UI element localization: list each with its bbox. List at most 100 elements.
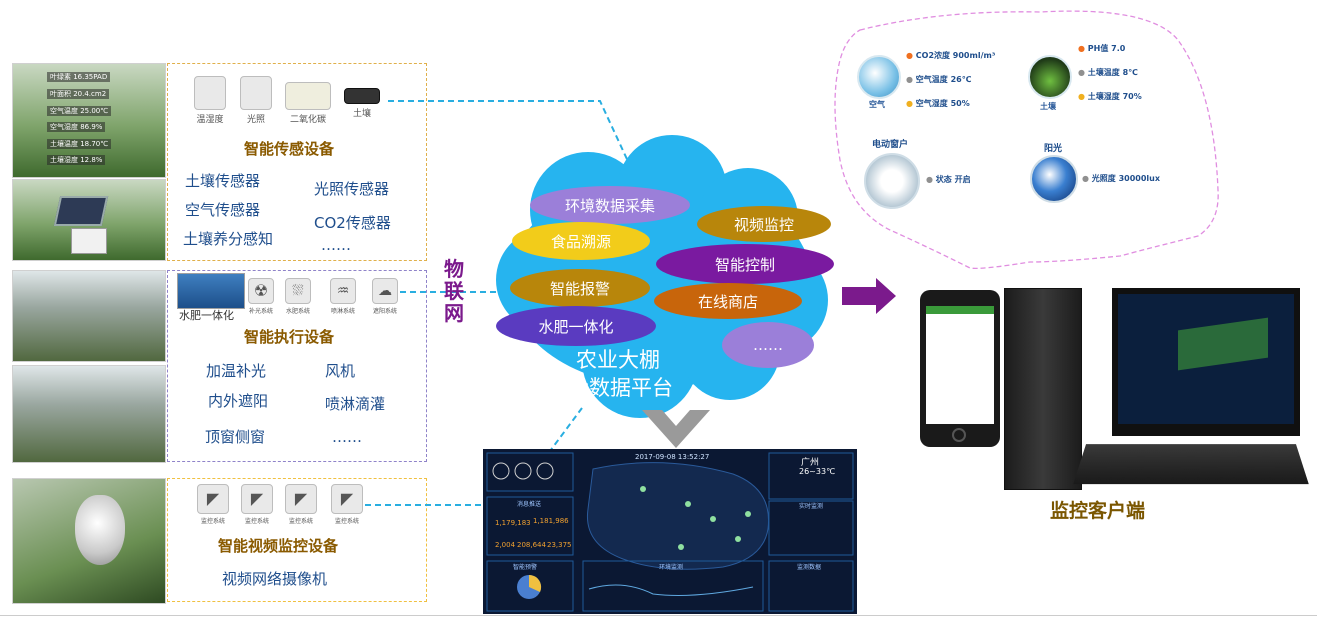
window-status: 状态 开启 — [935, 175, 971, 184]
cctv-camera-icon: ◤ — [331, 484, 363, 514]
camera-label: 监控系统 — [334, 518, 359, 525]
water-fertilizer-label: 水肥一体化 — [179, 309, 234, 322]
dashboard-kpi: 2,004 — [495, 541, 516, 549]
sensor-item-co2: CO2传感器 — [314, 214, 391, 232]
air-temp: ● 空气温度 26℃ — [906, 68, 995, 92]
cloud-title-line1: 农业大棚 — [576, 348, 660, 372]
soil-icon — [1028, 55, 1072, 99]
pc-tower — [1004, 288, 1082, 490]
window-label: 电动窗户 — [872, 140, 909, 150]
reading-soil-temp: 土壤温度 18.70℃ — [47, 139, 112, 149]
camera-dome-shape — [75, 495, 125, 565]
actuator-shade: ☁ 遮阳系统 — [370, 278, 400, 315]
watering-can-icon: ♒ — [330, 278, 356, 304]
sensor-item-nutrient: 土壤养分感知 — [183, 230, 274, 248]
camera-2: ◤ 监控系统 — [240, 484, 274, 525]
camera-label: 监控系统 — [244, 518, 269, 525]
solar-sensor-photo — [12, 179, 166, 261]
sun-label: 阳光 — [1044, 144, 1063, 154]
camera-label: 监控系统 — [288, 518, 313, 525]
dashboard-panel-title: 消息推送 — [517, 501, 542, 508]
dashboard-kpi: 1,179,183 — [495, 519, 531, 527]
water-fertilizer-machine — [177, 273, 245, 309]
window-row: ● 状态 开启 — [926, 174, 971, 185]
grey-dot-icon: ● — [1078, 68, 1085, 77]
icon-label: 补光系统 — [248, 308, 273, 315]
device-light: 光照 — [236, 76, 276, 125]
client-caption: 监控客户端 — [1050, 500, 1146, 522]
actuator-fill-light: ☢ 补光系统 — [246, 278, 276, 315]
soil-ph: ● PH值 7.0 — [1078, 37, 1142, 61]
sun-icon — [1030, 155, 1078, 203]
reading-soil-humidity: 土壤湿度 12.8% — [47, 155, 106, 165]
window-icon — [864, 153, 920, 209]
device-label: 土壤 — [352, 109, 371, 119]
sensor-heading: 智能传感设备 — [244, 140, 335, 158]
dashboard-map — [483, 449, 857, 614]
actuator-item-heat-light: 加温补光 — [206, 362, 267, 380]
dashboard-city: 广州 — [801, 458, 820, 468]
device-label: 二氧化碳 — [289, 115, 326, 125]
device-soil: 土壤 — [340, 76, 384, 119]
sensor-device-box — [167, 63, 427, 261]
pill-video-monitor: 视频监控 — [697, 206, 831, 242]
device-temp-humidity: 温湿度 — [190, 76, 230, 125]
reading-air-temp: 空气温度 25.00℃ — [47, 106, 112, 116]
arrow-right-icon — [842, 278, 896, 314]
reading-air-humidity: 空气湿度 86.9% — [47, 122, 106, 132]
dashboard-panel-title: 实时监测 — [799, 503, 824, 510]
video-heading: 智能视频监控设备 — [218, 537, 339, 555]
camera-3: ◤ 监控系统 — [284, 484, 318, 525]
pill-water-fertilizer: 水肥一体化 — [496, 306, 656, 346]
iot-label: 物联网 — [444, 257, 464, 325]
sensor-item-air: 空气传感器 — [185, 201, 261, 219]
pill-env-data: 环境数据采集 — [530, 186, 690, 224]
dashboard-kpi: 1,181,986 — [533, 517, 569, 525]
actuator-item-spray: 喷淋滴灌 — [325, 395, 386, 413]
air-co2: ● CO2浓度 900ml/m³ — [906, 44, 995, 68]
icon-label: 喷淋系统 — [330, 308, 355, 315]
cctv-camera-icon: ◤ — [241, 484, 273, 514]
greenhouse-photo-1 — [12, 270, 166, 362]
actuator-item-more: …… — [332, 428, 362, 446]
pill-online-shop: 在线商店 — [654, 283, 802, 319]
soil-humidity-value: 土壤湿度 70% — [1087, 92, 1142, 101]
soil-rows: ● PH值 7.0 ● 土壤温度 8℃ ● 土壤湿度 70% — [1078, 37, 1142, 109]
actuator-item-window: 顶窗侧窗 — [205, 428, 266, 446]
smartphone — [920, 290, 1000, 447]
yellow-dot-icon: ● — [906, 99, 913, 108]
icon-label: 遮阳系统 — [372, 308, 397, 315]
actuator-item-shade: 内外遮阳 — [208, 392, 269, 410]
phone-header-bar — [926, 306, 994, 314]
grey-dot-icon: ● — [926, 175, 933, 184]
dashboard-kpi: 208,644 — [517, 541, 546, 549]
dashboard-panel-title: 智能预警 — [513, 564, 538, 571]
yellow-dot-icon: ● — [1078, 92, 1085, 101]
soil-temp: ● 土壤温度 8℃ — [1078, 61, 1142, 85]
soil-ph-value: PH值 7.0 — [1087, 44, 1126, 53]
chevron-down-icon — [642, 410, 710, 448]
air-humidity-value: 空气湿度 50% — [915, 99, 970, 108]
dashboard-temp: 26~33℃ — [799, 467, 836, 476]
video-item-camera: 视频网络摄像机 — [222, 570, 328, 588]
actuator-water: ⛆ 水肥系统 — [283, 278, 313, 315]
air-co2-value: CO2浓度 900ml/m³ — [915, 51, 996, 60]
air-label: 空气 — [869, 100, 885, 109]
monitor-map-shape — [1178, 317, 1268, 371]
sensor-connector — [388, 100, 633, 171]
greenhouse-photo-2 — [12, 365, 166, 463]
pill-more: …… — [722, 322, 814, 368]
grey-dot-icon: ● — [906, 75, 913, 84]
grey-dot-icon: ● — [1082, 174, 1089, 183]
sun-lux: 光照度 30000lux — [1091, 174, 1160, 183]
phone-screen — [926, 306, 994, 424]
pill-smart-alarm: 智能报警 — [510, 269, 650, 307]
soil-temp-value: 土壤温度 8℃ — [1087, 68, 1138, 77]
shower-icon: ⛆ — [285, 278, 311, 304]
camera-1: ◤ 监控系统 — [196, 484, 230, 525]
video-device-box — [167, 478, 427, 602]
orange-dot-icon: ● — [906, 51, 913, 60]
actuator-heading: 智能执行设备 — [244, 328, 335, 346]
dashboard-timestamp: 2017-09-08 13:52:27 — [635, 453, 710, 461]
cloud-icon: ☁ — [372, 278, 398, 304]
